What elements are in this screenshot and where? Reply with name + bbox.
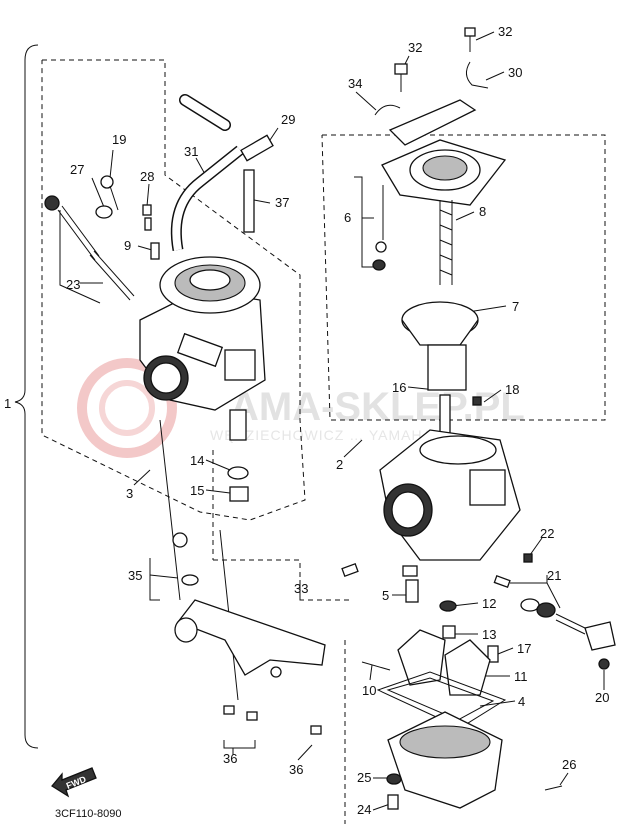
part-21-screw-set (493, 575, 586, 635)
callout-7: 7 (512, 299, 519, 314)
callout-35: 35 (128, 568, 142, 583)
part-17-jet (487, 645, 499, 663)
part-7-diaphragm-piston (401, 301, 479, 391)
float-chamber (387, 711, 503, 809)
part-31-hose (170, 94, 244, 251)
fwd-arrow-icon: FWD (51, 767, 97, 798)
callout-19: 19 (112, 132, 126, 147)
dashed-groupings (41, 59, 606, 824)
bracket-item-1 (14, 44, 39, 749)
callout-24: 24 (357, 802, 371, 817)
callout-17: 17 (517, 641, 531, 656)
callout-37: 37 (275, 195, 289, 210)
callout-34: 34 (348, 76, 362, 91)
callout-1: 1 (4, 396, 11, 411)
callout-36-right: 36 (289, 762, 303, 777)
callout-2: 2 (336, 457, 343, 472)
part-32-screw (394, 63, 408, 92)
part-9-jet (150, 242, 160, 260)
part-30-clip (466, 61, 489, 89)
callout-28: 28 (140, 169, 154, 184)
watermark-sub-text: WĘDZIECHOWICZ … YAMAHA (210, 427, 433, 443)
callout-32: 32 (408, 40, 422, 55)
callout-8: 8 (479, 204, 486, 219)
callout-31: 31 (184, 144, 198, 159)
bracket-plate (388, 99, 477, 146)
callout-18: 18 (505, 382, 519, 397)
callout-26: 26 (562, 757, 576, 772)
part-4-gasket (376, 671, 507, 729)
part-11-float (397, 629, 491, 696)
part-20-screw (584, 621, 616, 670)
fwd-label: FWD (65, 774, 88, 791)
part-10-pin (361, 661, 391, 671)
callout-27: 27 (70, 162, 84, 177)
callout-32-top: 32 (498, 24, 512, 39)
callout-14: 14 (190, 453, 204, 468)
part-6-needle-set (372, 185, 387, 271)
callout-6: 6 (344, 210, 351, 225)
callout-13: 13 (482, 627, 496, 642)
callout-12: 12 (482, 596, 496, 611)
part-27-clip (95, 205, 113, 219)
part-13-jet (442, 625, 456, 639)
callout-5: 5 (382, 588, 389, 603)
callout-20: 20 (595, 690, 609, 705)
part-18-screw (472, 396, 482, 406)
part-19-screw (100, 175, 119, 211)
part-23-screw-spring (44, 195, 135, 301)
callout-4: 4 (518, 694, 525, 709)
part-15-nut (229, 486, 249, 502)
watermark: AMA-SKLEP.PL WĘDZIECHOWICZ … YAMAHA (77, 358, 525, 458)
callout-29: 29 (281, 112, 295, 127)
part-22-screw (523, 553, 533, 563)
part-36-screws (223, 705, 322, 735)
callout-11: 11 (514, 669, 528, 684)
left-carburetor (139, 256, 266, 441)
reference-code: 3CF110-8090 (55, 808, 121, 820)
watermark-main-text: AMA-SKLEP.PL (230, 385, 525, 429)
part-24-screw (387, 794, 399, 810)
throttle-linkage-bracket (174, 599, 326, 678)
callout-21: 21 (547, 568, 561, 583)
part-25-washer (386, 773, 402, 785)
callout-16: 16 (392, 380, 406, 395)
part-14-washer (227, 466, 249, 480)
callout-10: 10 (362, 683, 376, 698)
part-8-spring (439, 200, 453, 285)
callout-30: 30 (508, 65, 522, 80)
callout-25: 25 (357, 770, 371, 785)
part-37-tube (243, 169, 255, 233)
callout-3: 3 (126, 486, 133, 501)
part-32-screw-top (464, 27, 476, 52)
part-12-washer (439, 600, 457, 612)
part-5-float-valve (402, 565, 419, 603)
part-carb-top-cover (381, 139, 507, 206)
callout-15: 15 (190, 483, 204, 498)
part-33-spring (341, 563, 359, 577)
part-34-clip (374, 104, 401, 116)
callout-33: 33 (294, 581, 308, 596)
callout-23: 23 (66, 277, 80, 292)
part-29-fitting (240, 134, 274, 162)
part-28-washer (142, 204, 152, 231)
callout-9: 9 (124, 238, 131, 253)
part-35-screw-washer (172, 532, 199, 586)
right-carburetor (379, 429, 521, 561)
part-26-screw (544, 785, 563, 791)
callout-labels: 1 2 3 4 5 6 7 8 9 10 11 12 13 14 15 16 1… (4, 24, 609, 817)
watermark-logo (77, 358, 177, 458)
callout-22: 22 (540, 526, 554, 541)
callout-36-left: 36 (223, 751, 237, 766)
